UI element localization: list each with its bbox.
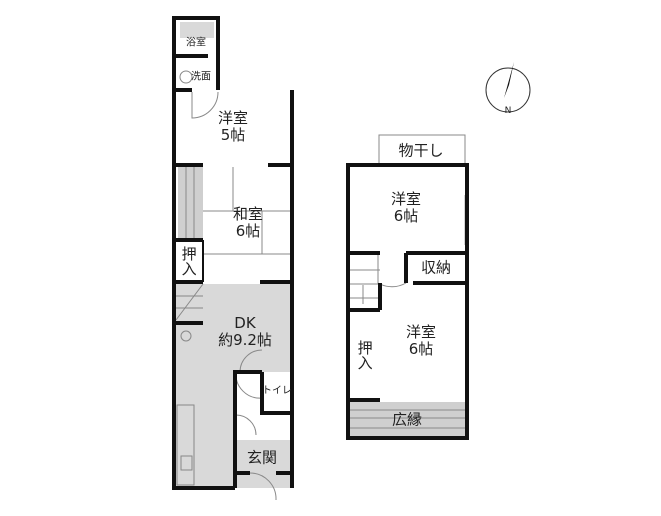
bathtub: [180, 22, 214, 38]
compass-north-label: N: [504, 105, 512, 116]
tokonoma: [178, 167, 203, 239]
compass-icon: [485, 62, 531, 113]
washroom-label: 洗面: [191, 71, 211, 83]
bath-label: 浴室: [186, 37, 206, 49]
drying-area-label: 物干し: [398, 141, 444, 160]
toilet-label: トイレ: [262, 385, 292, 397]
floor-fills: [176, 22, 465, 488]
veranda-floor: [350, 402, 465, 436]
closet-2f-label: 押入: [355, 340, 374, 370]
veranda-label: 広縁: [391, 410, 423, 429]
closet-1f-label: 押入: [179, 246, 198, 276]
walls: [172, 16, 469, 490]
entrance-label: 玄関: [246, 448, 278, 467]
storage-label: 収納: [420, 258, 452, 277]
